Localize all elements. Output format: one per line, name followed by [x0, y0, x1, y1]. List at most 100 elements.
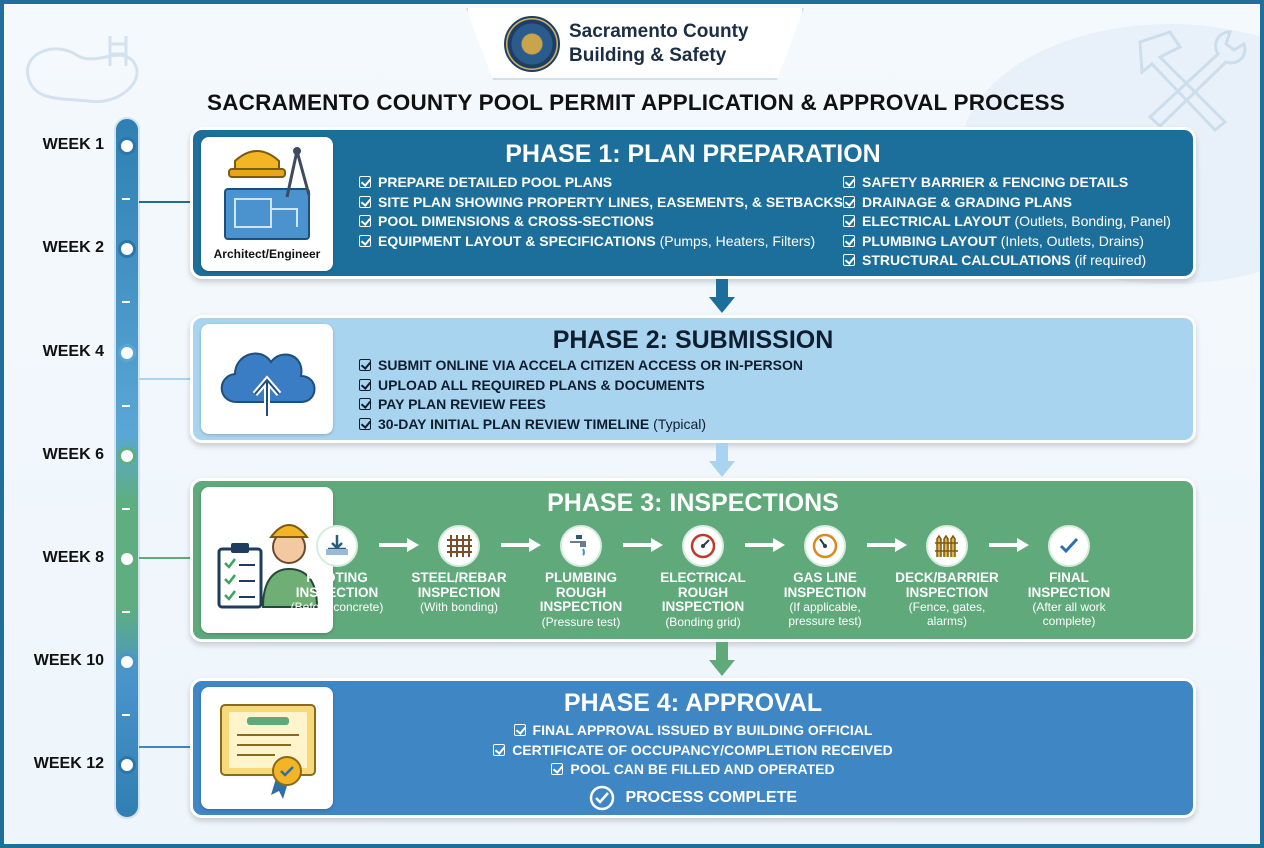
checklist-item-text: CERTIFICATE OF OCCUPANCY/COMPLETION RECE… [512, 741, 893, 758]
inspection-step-title: PLUMBING [545, 570, 617, 585]
phase-1-panel: Architect/Engineer PHASE 1: PLAN PREPARA… [190, 127, 1196, 279]
timeline-connector [139, 746, 191, 748]
inspection-step-title: STEEL/REBAR [411, 570, 507, 585]
inspection-step-note: complete) [1042, 614, 1096, 628]
footing-icon [316, 525, 358, 567]
checklist-item-text: SAFETY BARRIER & FENCING DETAILS [862, 174, 1129, 190]
checklist-item: EQUIPMENT LAYOUT & SPECIFICATIONS (Pumps… [359, 232, 843, 252]
gas-gauge-icon [804, 525, 846, 567]
phase-4-title: PHASE 4: APPROVAL [563, 689, 823, 717]
checklist-item-text: DRAINAGE & GRADING PLANS [862, 193, 1073, 210]
checklist-item: SAFETY BARRIER & FENCING DETAILS [843, 173, 1171, 193]
inspection-step-title: DECK/BARRIER [895, 570, 999, 585]
timeline-week-label: WEEK 10 [33, 652, 104, 669]
process-complete-label: PROCESS COMPLETE [625, 789, 798, 806]
checklist-item: DRAINAGE & GRADING PLANS [843, 193, 1171, 213]
timeline-tick [122, 714, 130, 716]
checklist-item-note: (Pumps, Heaters, Filters) [659, 232, 816, 249]
inspection-step-title: ROUGH [555, 584, 607, 600]
inspection-step-note: (After all work [1032, 600, 1106, 614]
checklist-item-text: POOL CAN BE FILLED AND OPERATED [570, 761, 835, 778]
inspection-step-title: GAS LINE [793, 570, 857, 585]
checklist-item-text: UPLOAD ALL REQUIRED PLANS & DOCUMENTS [378, 376, 705, 393]
rebar-grid-icon [438, 525, 480, 567]
phase-2-checklist: SUBMIT ONLINE VIA ACCELA CITIZEN ACCESS … [359, 356, 803, 434]
inspection-step-note: alarms) [926, 614, 967, 628]
arrow-right-icon [501, 538, 541, 552]
inspection-step-title: INSPECTION [905, 584, 989, 600]
inspection-step-title: INSPECTION [417, 584, 501, 600]
checklist-item-text: PAY PLAN REVIEW FEES [378, 396, 546, 413]
timeline-week-label: WEEK 1 [42, 136, 104, 153]
checklist-item-text: PLUMBING LAYOUT [862, 232, 997, 249]
timeline-node [118, 137, 136, 155]
checkbox-icon [359, 215, 371, 228]
timeline-node [118, 240, 136, 258]
timeline-tick [122, 508, 130, 510]
timeline-node [118, 550, 136, 568]
inspection-step-title: INSPECTION [295, 584, 379, 600]
phase-1-right-checklist: SAFETY BARRIER & FENCING DETAILS DRAINAGE… [843, 173, 1171, 271]
checklist-item-text: EQUIPMENT LAYOUT & SPECIFICATIONS [378, 232, 656, 249]
inspector-icon [217, 524, 319, 609]
checklist-item-text: PREPARE DETAILED POOL PLANS [378, 174, 613, 190]
checklist-item-text: ELECTRICAL LAYOUT [862, 213, 1011, 230]
checklist-item: POOL DIMENSIONS & CROSS-SECTIONS [359, 212, 843, 232]
checkbox-icon [359, 195, 371, 208]
certificate-icon [220, 704, 316, 799]
timeline-tick [122, 198, 130, 200]
phase-2-panel: PHASE 2: SUBMISSION SUBMIT ONLINE VIA AC… [190, 315, 1196, 443]
timeline-week-label: WEEK 12 [33, 755, 104, 772]
checklist-item-text: SUBMIT ONLINE VIA ACCELA CITIZEN ACCESS … [378, 357, 803, 373]
agency-line-1: Sacramento County [569, 21, 749, 42]
timeline-bar [114, 117, 140, 819]
architect-engineer-label: Architect/Engineer [213, 247, 321, 261]
checkbox-icon [359, 398, 371, 411]
checklist-item-note: (Outlets, Bonding, Panel) [1014, 213, 1171, 230]
checkbox-icon [513, 724, 526, 736]
checkbox-icon [359, 234, 371, 247]
arrow-right-icon [745, 538, 785, 552]
checklist-item-note: (Inlets, Outlets, Drains) [1000, 232, 1144, 249]
timeline-tick [122, 301, 130, 303]
checkbox-icon [843, 176, 855, 188]
fence-icon [926, 525, 968, 567]
pool-outline-icon [26, 36, 139, 104]
checklist-item: PAY PLAN REVIEW FEES [359, 395, 803, 415]
checklist-item: STRUCTURAL CALCULATIONS (if required) [843, 251, 1171, 271]
timeline-node [118, 756, 136, 774]
check-circle-icon [1048, 525, 1090, 567]
checklist-item: FINAL APPROVAL ISSUED BY BUILDING OFFICI… [193, 721, 1193, 741]
arrow-down-icon [709, 279, 735, 313]
timeline-connector [139, 557, 191, 559]
timeline-week-label: WEEK 6 [42, 446, 104, 463]
checkbox-icon [843, 254, 855, 267]
architect-engineer-icon [224, 147, 311, 240]
inspection-step-title: INSPECTION [783, 584, 867, 600]
checkbox-icon [359, 176, 371, 188]
inspector-icon-box [201, 487, 333, 633]
arrow-right-icon [989, 538, 1029, 552]
arrow-down-icon [709, 642, 735, 676]
phase-3-title: PHASE 3: INSPECTIONS [547, 489, 839, 517]
timeline-node [118, 447, 136, 465]
electrical-gauge-icon [682, 525, 724, 567]
timeline-tick [122, 405, 130, 407]
page-title: SACRAMENTO COUNTY POOL PERMIT APPLICATIO… [207, 90, 1065, 115]
checkbox-icon [359, 417, 371, 430]
inspection-step-note: (Fence, gates, [908, 600, 986, 614]
checklist-item-text: STRUCTURAL CALCULATIONS [862, 252, 1071, 269]
timeline-week-label: WEEK 4 [42, 343, 104, 360]
arrow-down-icon [709, 443, 735, 477]
certificate-icon-box [201, 687, 333, 809]
agency-name: Sacramento County Building & Safety [569, 20, 748, 68]
inspection-step-note: (Before concrete) [290, 600, 384, 614]
timeline-node [118, 344, 136, 362]
inspection-step-note: pressure test) [788, 614, 862, 628]
